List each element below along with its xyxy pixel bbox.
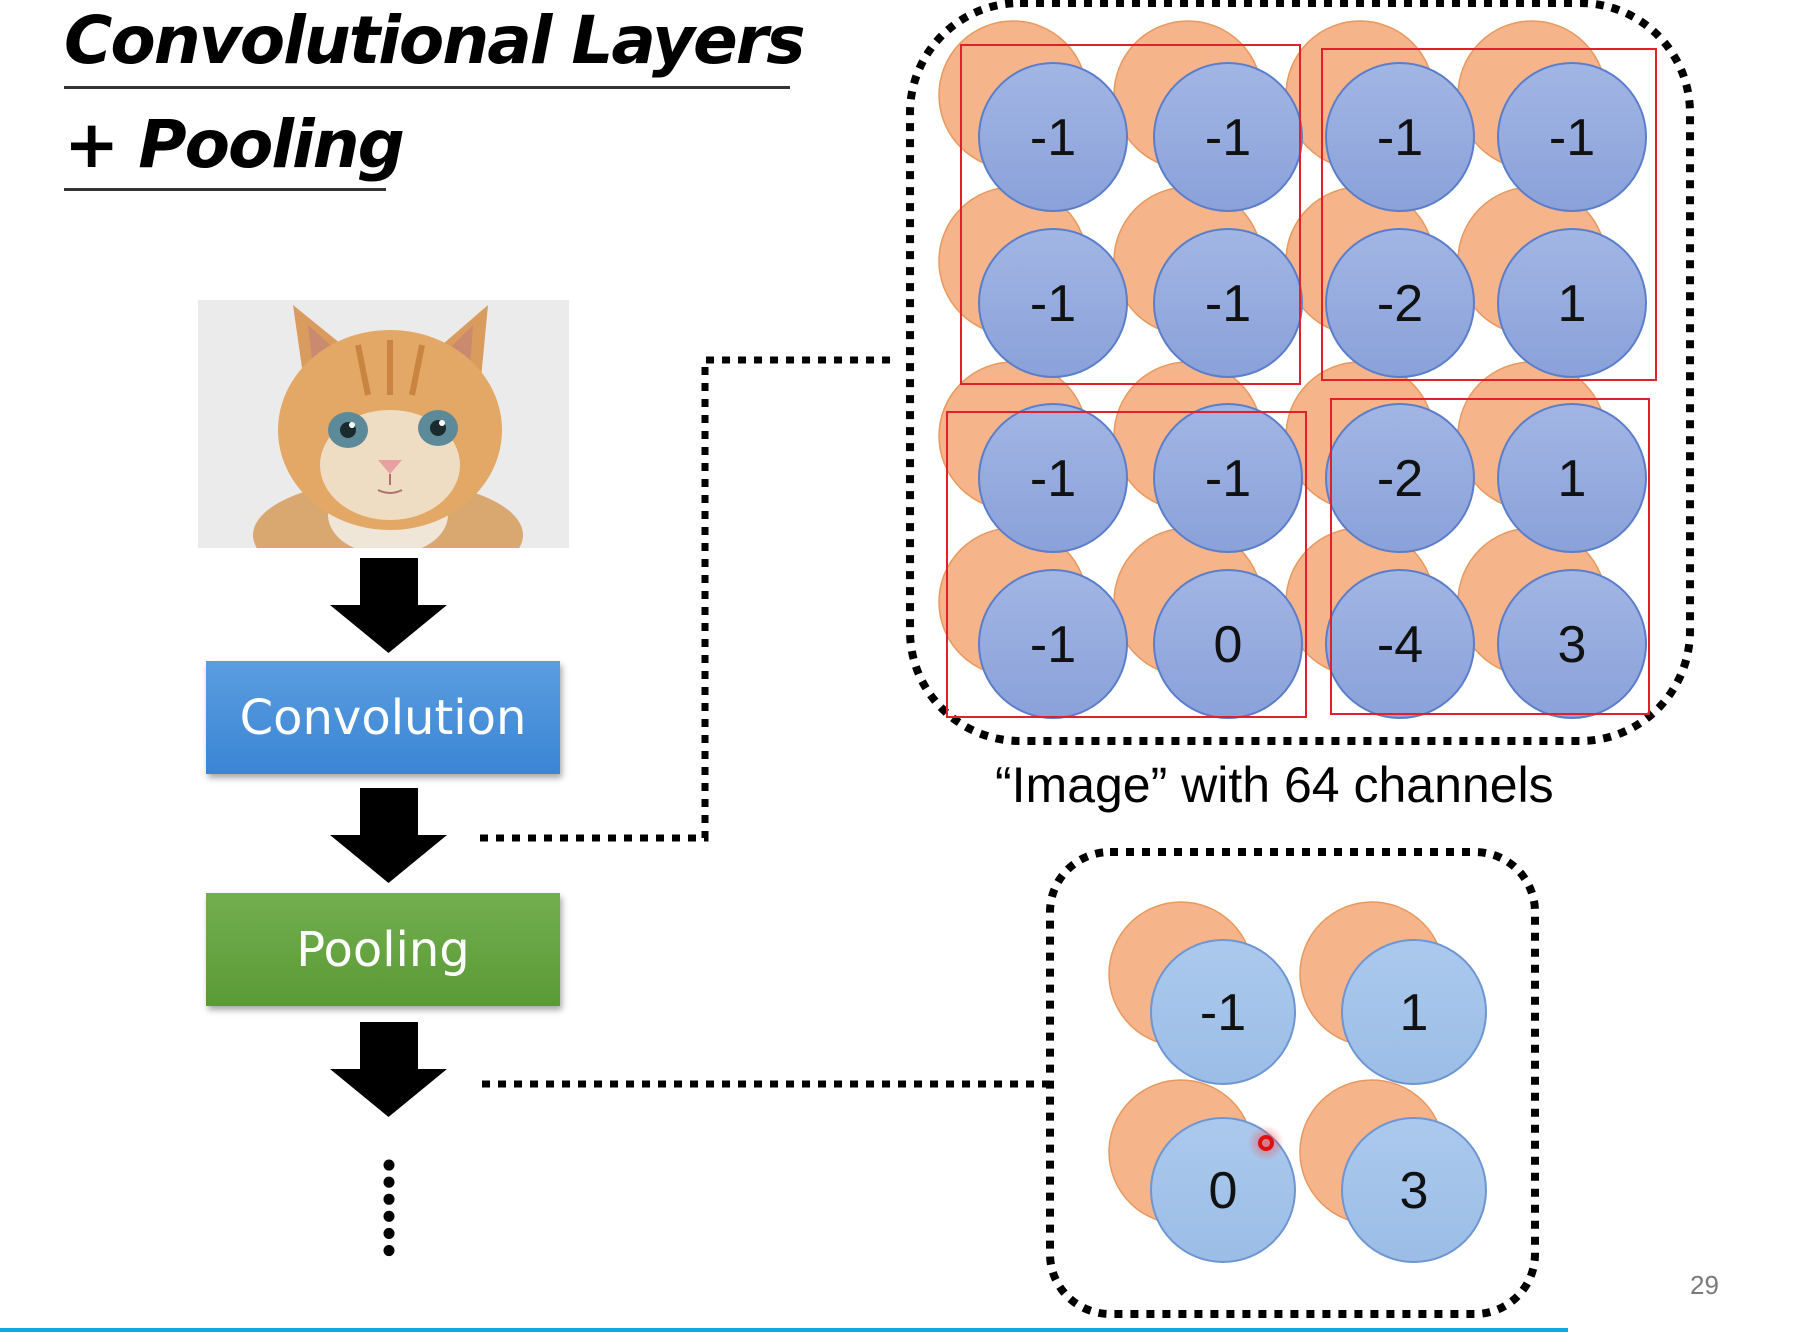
feature-cell-value: -1 <box>1030 616 1076 674</box>
feature-cell: -1 <box>1153 62 1303 212</box>
title-underline-2 <box>64 188 386 191</box>
feature-cell: -1 <box>978 228 1128 378</box>
feature-cell-circle <box>1153 228 1303 378</box>
slide-title-line-2: + Pooling <box>64 106 405 183</box>
pooled-cell: 1 <box>1341 939 1487 1085</box>
feature-cell-value: -1 <box>1030 450 1076 508</box>
feature-cell-circle <box>1153 62 1303 212</box>
feature-cell: -2 <box>1325 403 1475 553</box>
pooled-cell-value: 0 <box>1209 1162 1238 1220</box>
feature-cell-value: 3 <box>1558 616 1587 674</box>
feature-cell-circle <box>978 62 1128 212</box>
feature-cell-circle <box>1325 569 1475 719</box>
feature-cell-circle <box>978 228 1128 378</box>
feature-cell-circle <box>1497 62 1647 212</box>
feature-cell-value: -1 <box>1030 275 1076 333</box>
pooling-step: Pooling <box>206 893 560 1006</box>
pooled-cell-circle <box>1150 939 1296 1085</box>
convolution-step: Convolution <box>206 661 560 774</box>
down-arrow-icon <box>330 788 447 883</box>
feature-cell: -1 <box>978 569 1128 719</box>
slide-title-line-1: Convolutional Layers <box>64 2 806 79</box>
feature-cell: 3 <box>1497 569 1647 719</box>
pooled-cell-circle <box>1341 1117 1487 1263</box>
feature-cell-value: -2 <box>1377 450 1423 508</box>
feature-cell-value: -1 <box>1205 109 1251 167</box>
feature-cell-value: 1 <box>1558 450 1587 508</box>
feature-cell-circle <box>1497 228 1647 378</box>
pooled-map-frame <box>1046 848 1539 1318</box>
feature-cell-value: -2 <box>1377 275 1423 333</box>
feature-cell: -1 <box>1153 228 1303 378</box>
footer-accent-line <box>0 1328 1568 1332</box>
feature-cell: -1 <box>978 403 1128 553</box>
pooled-cell-circle <box>1341 939 1487 1085</box>
feature-cell-value: -1 <box>1205 275 1251 333</box>
feature-cell-circle <box>1497 403 1647 553</box>
pooled-cell: -1 <box>1150 939 1296 1085</box>
feature-cell-value: -1 <box>1205 450 1251 508</box>
feature-cell: -1 <box>1153 403 1303 553</box>
feature-cell-circle <box>1153 403 1303 553</box>
feature-cell-value: -1 <box>1030 109 1076 167</box>
pooled-cell-value: -1 <box>1200 984 1246 1042</box>
cat-image <box>198 300 569 548</box>
feature-cell-value: -1 <box>1377 109 1423 167</box>
feature-cell-circle <box>1497 569 1647 719</box>
connector-conv-to-featuremap <box>480 356 892 842</box>
feature-cell: 0 <box>1153 569 1303 719</box>
pooled-map-grid: -1 1 0 3 <box>1108 901 1487 1263</box>
pooled-cell-value: 3 <box>1400 1162 1429 1220</box>
feature-cell-circle <box>1325 403 1475 553</box>
pool-group-box <box>946 411 1307 718</box>
feature-cell: -1 <box>978 62 1128 212</box>
pooled-cell-value: 1 <box>1400 984 1429 1042</box>
down-arrow-icon <box>330 1022 447 1117</box>
pool-group-box <box>1321 48 1657 381</box>
feature-cell: -1 <box>1325 62 1475 212</box>
page-number: 29 <box>1690 1270 1719 1300</box>
feature-cell-value: -4 <box>1377 616 1423 674</box>
feature-cell: -4 <box>1325 569 1475 719</box>
feature-cell-value: -1 <box>1549 109 1595 167</box>
feature-map-grid: -1 -1 -1 -1 -1 -1 -2 1 -1 -1 -2 1 -1 0 -4 3 <box>938 20 1647 719</box>
feature-cell-value: 1 <box>1558 275 1587 333</box>
feature-cell: -2 <box>1325 228 1475 378</box>
title-underline-1 <box>64 86 790 89</box>
laser-pointer <box>1248 1125 1284 1161</box>
feature-map-frame <box>906 0 1694 745</box>
feature-cell-value: 0 <box>1214 616 1243 674</box>
pool-group-box <box>1330 398 1650 715</box>
feature-cell-circle <box>978 403 1128 553</box>
feature-cell-circle <box>1325 228 1475 378</box>
down-arrow-icon <box>330 558 447 653</box>
feature-cell: -1 <box>1497 62 1647 212</box>
cat-illustration <box>198 300 569 548</box>
pooled-cell: 3 <box>1341 1117 1487 1263</box>
feature-map-caption: “Image” with 64 channels <box>995 757 1554 813</box>
pool-group-boxes <box>946 44 1657 718</box>
feature-cell-circle <box>1325 62 1475 212</box>
pool-group-box <box>960 44 1301 385</box>
feature-cell: 1 <box>1497 228 1647 378</box>
feature-cell: 1 <box>1497 403 1647 553</box>
